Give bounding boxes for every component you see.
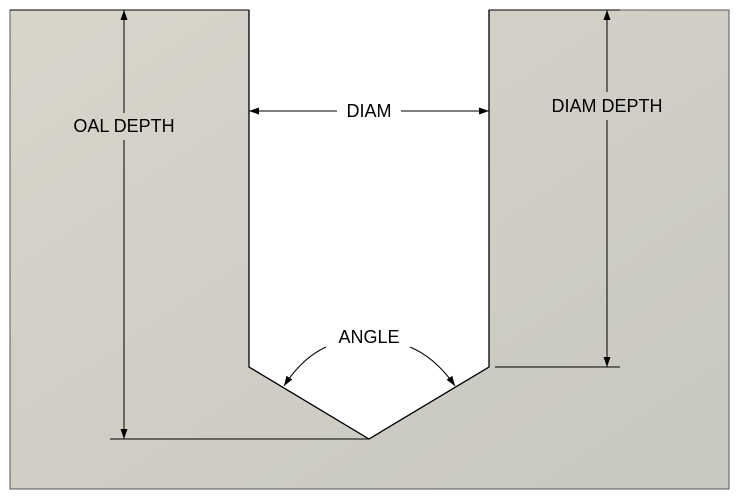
oal-depth-dimension: OAL DEPTH — [73, 9, 175, 439]
diam-dimension: DIAM — [249, 101, 489, 121]
extension-lines — [10, 9, 620, 440]
diam-depth-dimension: DIAM DEPTH — [551, 9, 663, 367]
angle-dimension: ANGLE — [283, 327, 456, 387]
diam-label: DIAM — [347, 101, 392, 121]
angle-label: ANGLE — [338, 327, 399, 347]
diam-depth-label: DIAM DEPTH — [551, 96, 662, 116]
oal-depth-label: OAL DEPTH — [73, 116, 174, 136]
material-block — [9, 9, 730, 490]
hole-outline — [248, 10, 490, 440]
